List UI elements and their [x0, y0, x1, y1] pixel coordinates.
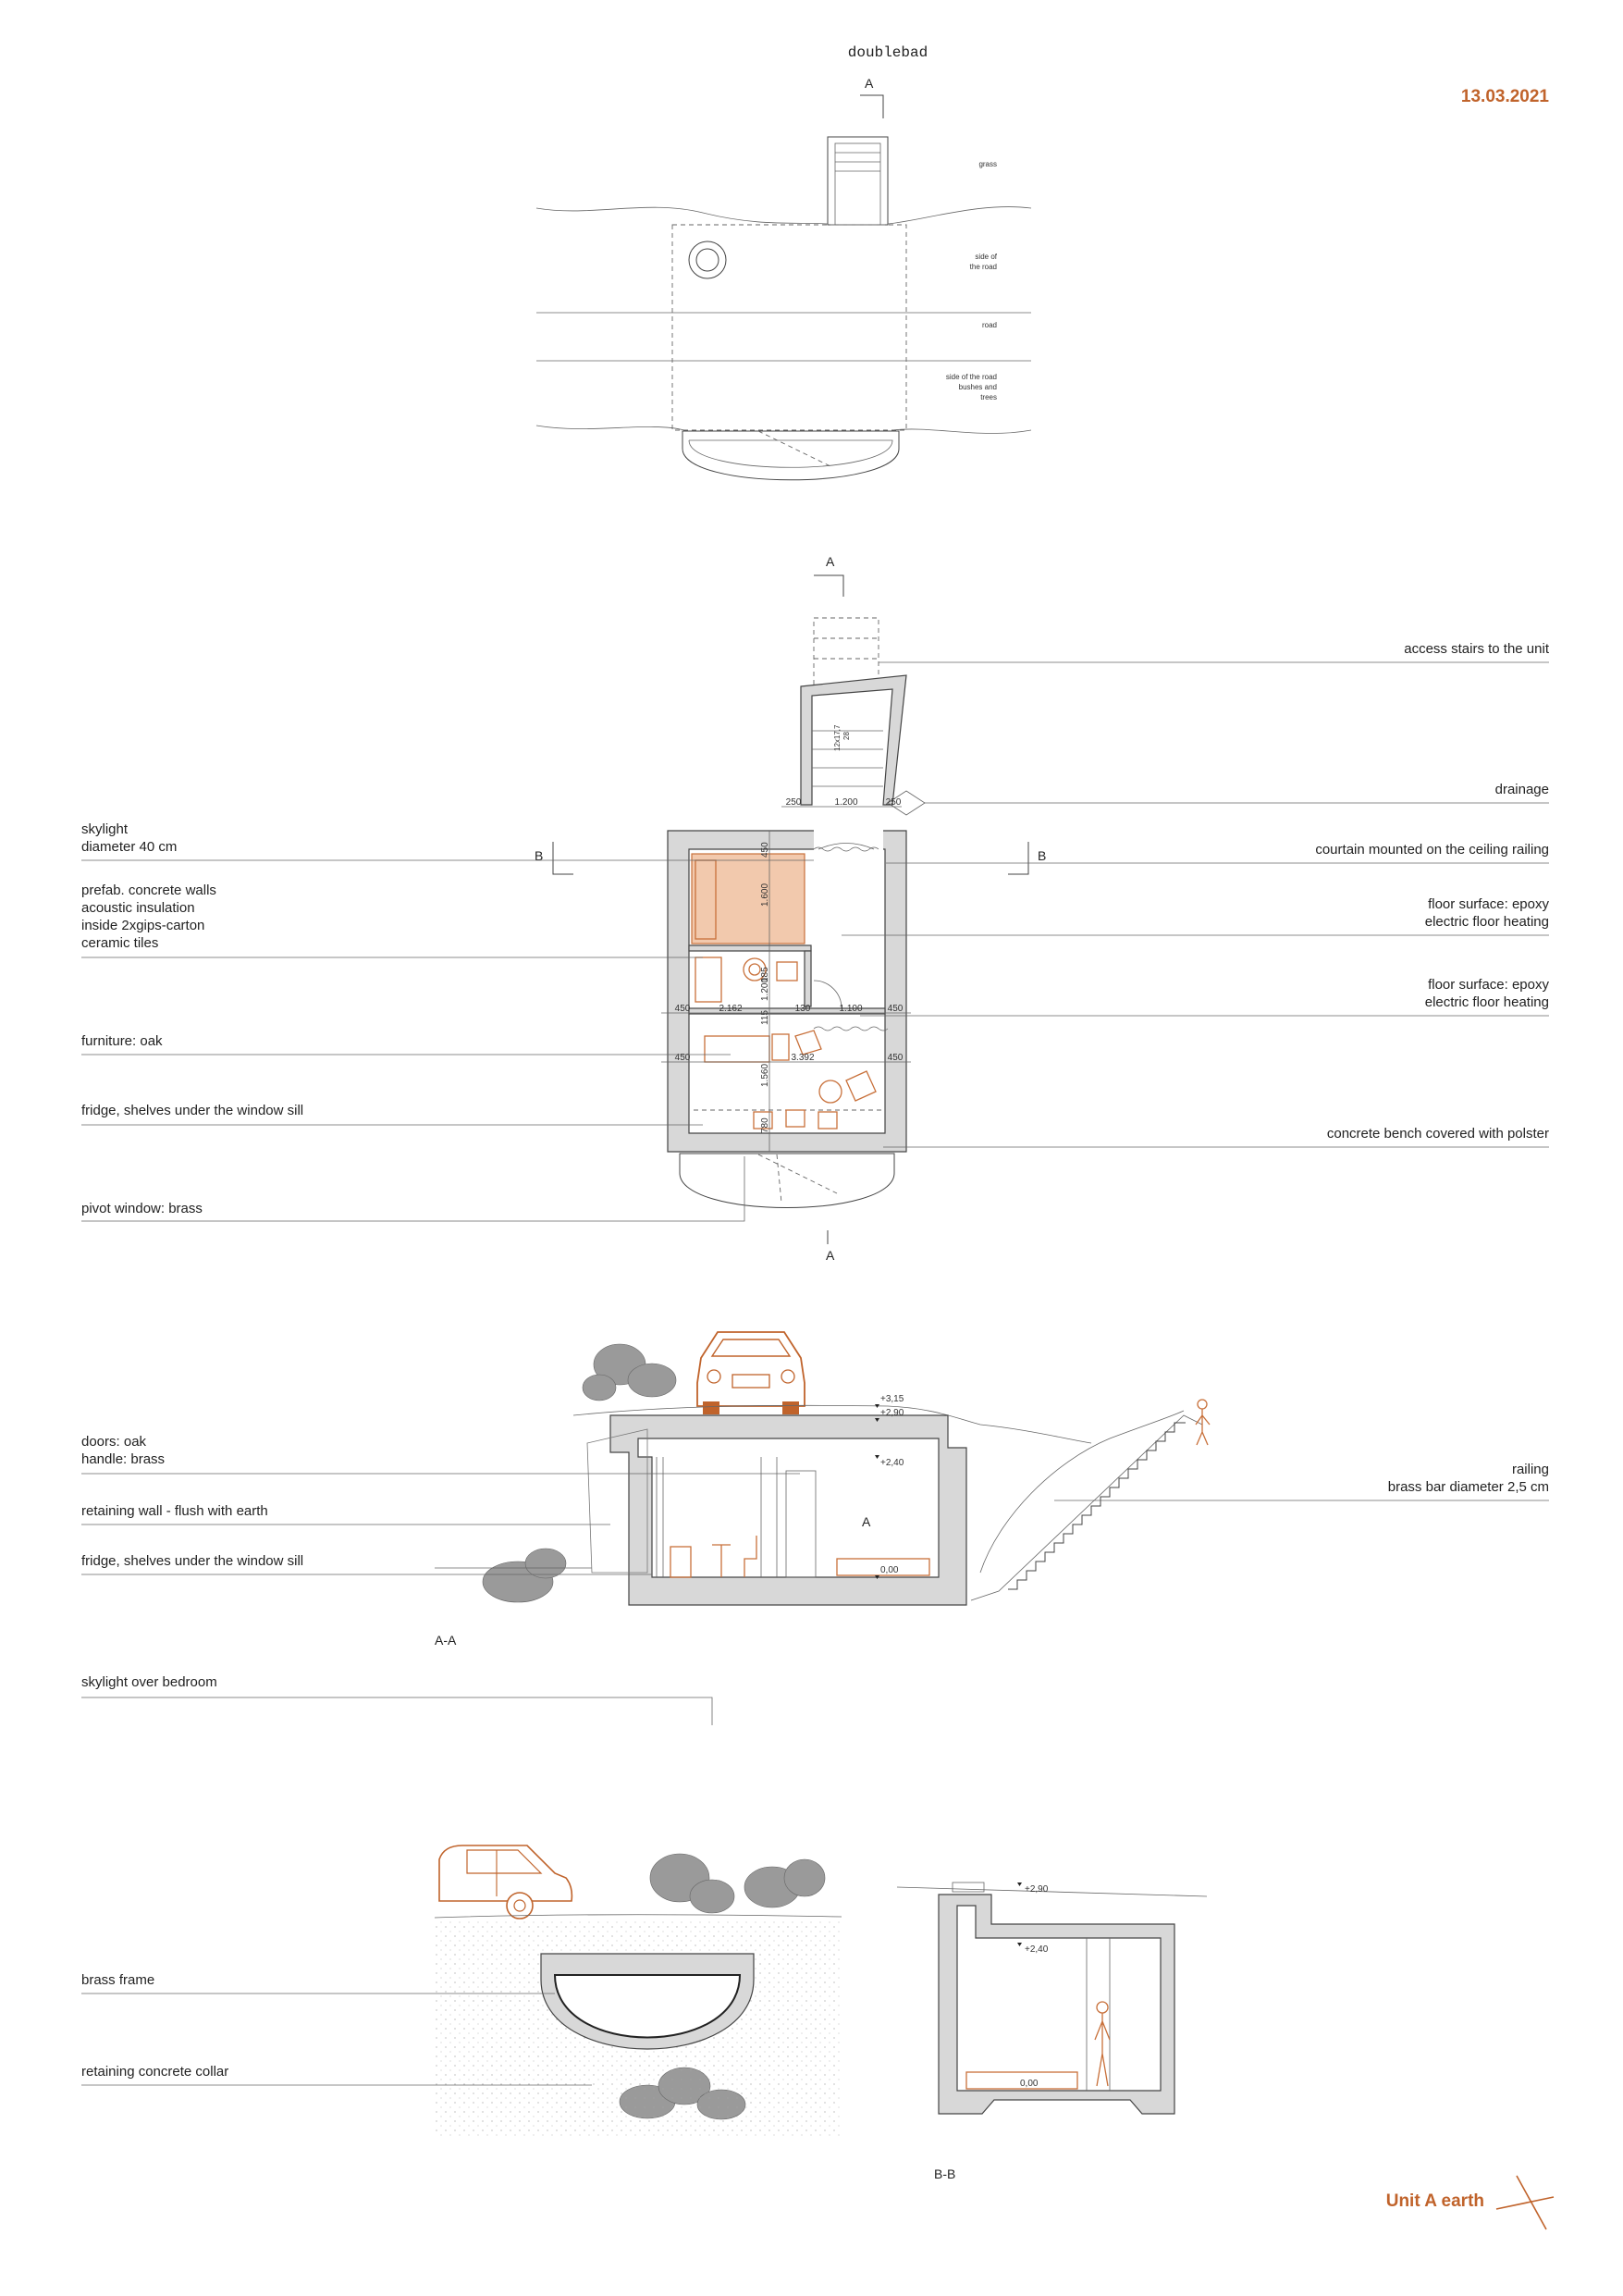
label-skylight-bedroom: skylight over bedroom: [81, 1674, 217, 1690]
site-section-mark: A: [865, 76, 874, 91]
label-furniture: furniture: oak: [81, 1033, 163, 1049]
svg-text:handle: brass: handle: brass: [81, 1451, 165, 1467]
svg-text:130: 130: [795, 1004, 811, 1014]
svg-text:electric floor heating: electric floor heating: [1425, 994, 1549, 1010]
label-concrete-collar: retaining concrete collar: [81, 2064, 228, 2080]
svg-text:1.200: 1.200: [834, 797, 857, 808]
drawing-title: doublebad: [848, 44, 928, 61]
svg-text:185: 185: [760, 967, 770, 982]
svg-text:115: 115: [760, 1010, 770, 1025]
label-floor-surface-2: floor surface: epoxy: [1428, 977, 1549, 993]
compass-cross-icon: [1495, 2175, 1555, 2230]
label-floor-surface-1: floor surface: epoxy: [1428, 896, 1549, 912]
unit-title: Unit A earth: [1386, 2191, 1484, 2211]
svg-text:250: 250: [786, 797, 802, 808]
label-bench: concrete bench covered with polster: [1327, 1126, 1549, 1142]
svg-text:2.162: 2.162: [719, 1004, 742, 1014]
svg-text:450: 450: [675, 1004, 691, 1014]
svg-text:brass bar diameter 2,5 cm: brass bar diameter 2,5 cm: [1388, 1479, 1549, 1495]
label-skylight: skylight: [81, 821, 129, 837]
svg-text:1.200: 1.200: [760, 978, 770, 1001]
site-label-side-road: side of: [975, 253, 997, 261]
section-aa: +3,15 +2,90 +2,40 0,00 A A-A doors: oak …: [81, 1331, 1549, 1725]
svg-text:trees: trees: [980, 393, 997, 401]
svg-text:250: 250: [886, 797, 902, 808]
site-label-bushes: side of the road: [946, 373, 997, 381]
skylight-section: brass frame retaining concrete collar: [81, 1845, 842, 2137]
svg-text:bushes and: bushes and: [959, 383, 997, 391]
label-access-stairs: access stairs to the unit: [1404, 641, 1550, 657]
svg-text:diameter 40 cm: diameter 40 cm: [81, 839, 177, 855]
plan-mark-a-bottom: A: [826, 1248, 835, 1263]
label-doors: doors: oak: [81, 1434, 147, 1450]
section-bb: +2,90 +2,40 0,00 B-B: [896, 1882, 1208, 2181]
site-label-grass: grass: [978, 160, 997, 168]
svg-text:780: 780: [760, 1117, 770, 1133]
svg-text:1.600: 1.600: [760, 883, 770, 907]
svg-text:1.560: 1.560: [760, 1064, 770, 1087]
level-000: 0,00: [880, 1565, 899, 1575]
svg-text:1.100: 1.100: [839, 1004, 862, 1014]
person-icon: [1195, 1399, 1211, 1446]
svg-text:28: 28: [842, 732, 851, 740]
svg-text:ceramic tiles: ceramic tiles: [81, 935, 158, 951]
person-icon: [1094, 2001, 1111, 2087]
svg-text:450: 450: [888, 1053, 904, 1063]
bed: [691, 853, 805, 944]
section-aa-room-mark: A: [862, 1514, 871, 1529]
label-curtain: courtain mounted on the ceiling railing: [1315, 842, 1549, 858]
label-walls: prefab. concrete walls: [81, 883, 216, 898]
svg-text:inside 2xgips-carton: inside 2xgips-carton: [81, 918, 204, 933]
svg-text:3.392: 3.392: [791, 1053, 814, 1063]
stairs-dimension: 12x17,7: [833, 724, 842, 751]
svg-text:the road: the road: [970, 263, 997, 271]
car-side-icon: [438, 1845, 573, 1920]
label-retaining-wall: retaining wall - flush with earth: [81, 1503, 268, 1519]
bb-level-290: +2,90: [1025, 1884, 1049, 1895]
svg-text:acoustic insulation: acoustic insulation: [81, 900, 195, 916]
site-label-road: road: [982, 321, 997, 329]
bb-level-240: +2,40: [1025, 1944, 1049, 1955]
svg-text:electric floor heating: electric floor heating: [1425, 914, 1549, 930]
label-fridge-aa: fridge, shelves under the window sill: [81, 1553, 303, 1569]
label-brass-frame: brass frame: [81, 1972, 154, 1988]
site-plan: A grass side of the road road side of th…: [535, 76, 1032, 481]
label-railing: railing: [1512, 1462, 1549, 1477]
level-315: +3,15: [880, 1394, 904, 1404]
level-290: +2,90: [880, 1408, 904, 1418]
label-drainage: drainage: [1495, 782, 1549, 797]
tree-icon: [482, 1343, 677, 1603]
plan-mark-b-left: B: [535, 848, 543, 863]
car-front-icon: [696, 1331, 805, 1414]
label-pivot-window: pivot window: brass: [81, 1201, 203, 1216]
plan-mark-b-right: B: [1038, 848, 1046, 863]
drawing-date: 13.03.2021: [1461, 87, 1550, 106]
plan-mark-a-top: A: [826, 554, 835, 569]
svg-text:450: 450: [760, 842, 770, 858]
svg-text:450: 450: [888, 1004, 904, 1014]
level-240: +2,40: [880, 1458, 904, 1468]
section-bb-name: B-B: [934, 2166, 955, 2181]
floor-plan: A A B B 12x17,7 28: [81, 554, 1550, 1263]
svg-text:450: 450: [675, 1053, 691, 1063]
section-aa-name: A-A: [435, 1633, 457, 1648]
bb-level-000: 0,00: [1020, 2079, 1039, 2089]
label-fridge: fridge, shelves under the window sill: [81, 1103, 303, 1118]
